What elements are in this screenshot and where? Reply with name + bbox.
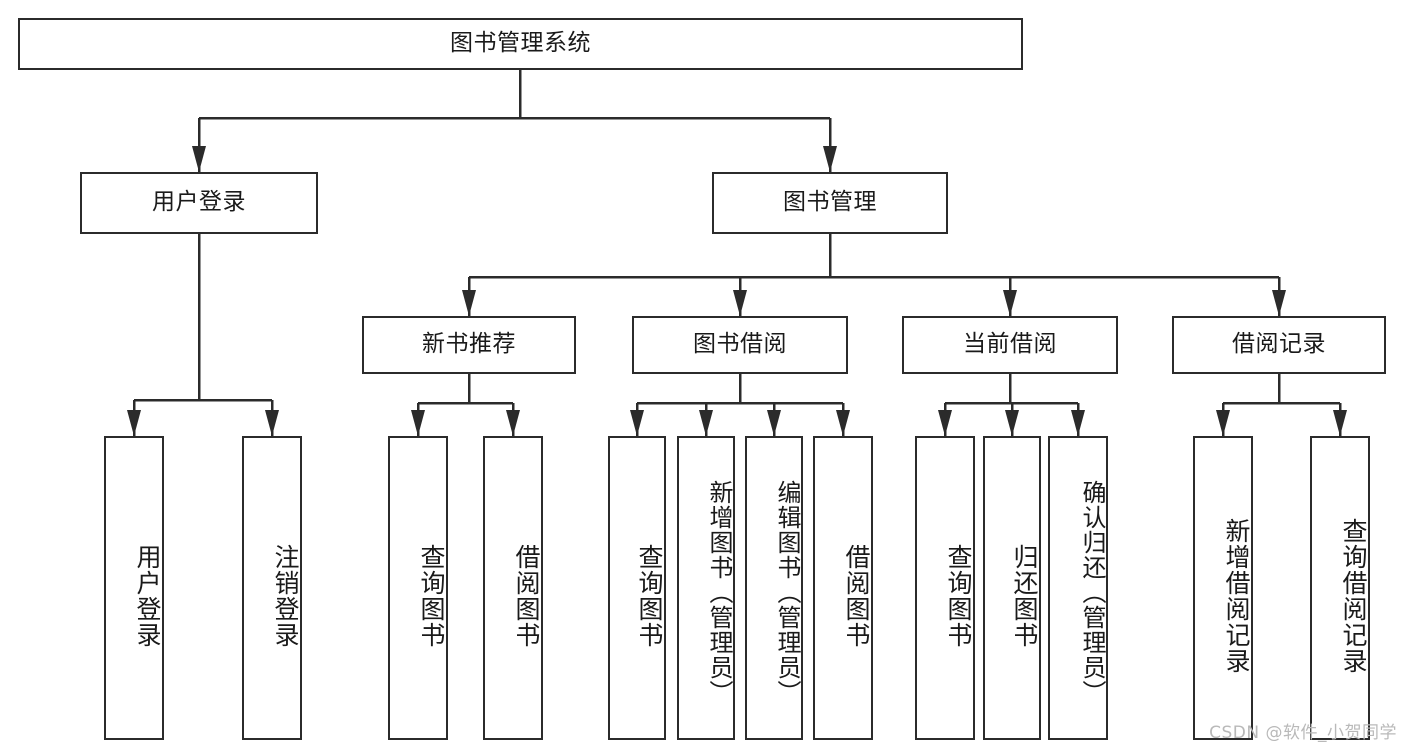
edge-arrowhead [127,410,141,436]
node-leaf-borrow-book-2: 借阅图书 [813,436,873,740]
node-label: 归还图书 [1010,544,1039,648]
node-label: 借阅记录 [1232,331,1326,358]
node-leaf-query-record: 查询借阅记录 [1310,436,1370,740]
node-new-book-rec: 新书推荐 [362,316,576,374]
node-label: 当前借阅 [963,331,1057,358]
edge-arrowhead [733,290,747,316]
edge-arrowhead [630,410,644,436]
node-leaf-add-record: 新增借阅记录 [1193,436,1253,740]
node-leaf-add-book: 新增图书（管理员） [677,436,735,740]
node-leaf-query-book-3: 查询图书 [915,436,975,740]
node-label: 用户登录 [133,544,162,648]
watermark-label: CSDN @软件_小贺同学 [1209,723,1397,743]
edge-arrowhead [411,410,425,436]
node-label: 查询借阅记录 [1339,518,1368,674]
node-label: 查询图书 [944,544,973,648]
node-current-borrow: 当前借阅 [902,316,1118,374]
edge-arrowhead [265,410,279,436]
edge-arrowhead [699,410,713,436]
node-label: 用户登录 [152,189,246,216]
edge-arrowhead [1003,290,1017,316]
node-leaf-return-book: 归还图书 [983,436,1041,740]
node-label: 新书推荐 [422,331,516,358]
node-label: 新增图书（管理员） [705,479,733,705]
node-label: 图书管理 [783,189,877,216]
edge-arrowhead [192,146,206,172]
node-label: 编辑图书（管理员） [773,479,801,705]
edge-arrowhead [767,410,781,436]
node-leaf-user-login: 用户登录 [104,436,164,740]
edge-arrowhead [1216,410,1230,436]
node-borrow-record: 借阅记录 [1172,316,1386,374]
node-leaf-borrow-book-1: 借阅图书 [483,436,543,740]
node-label: 图书借阅 [693,331,787,358]
node-label: 借阅图书 [842,544,871,648]
edge-arrowhead [462,290,476,316]
node-book-manage: 图书管理 [712,172,948,234]
node-label: 图书管理系统 [450,30,591,57]
edge-arrowhead [823,146,837,172]
node-root: 图书管理系统 [18,18,1023,70]
edge-arrowhead [1272,290,1286,316]
node-label: 借阅图书 [512,544,541,648]
edge-arrowhead [506,410,520,436]
node-leaf-confirm-return: 确认归还（管理员） [1048,436,1108,740]
node-label: 查询图书 [417,544,446,648]
node-book-borrow: 图书借阅 [632,316,848,374]
node-label: 确认归还（管理员） [1078,479,1106,705]
edge-arrowhead [1333,410,1347,436]
node-leaf-edit-book: 编辑图书（管理员） [745,436,803,740]
node-leaf-query-book-2: 查询图书 [608,436,666,740]
node-label: 新增借阅记录 [1222,518,1251,674]
edge-arrowhead [938,410,952,436]
node-label: 注销登录 [271,544,300,648]
node-leaf-logout: 注销登录 [242,436,302,740]
edge-arrowhead [836,410,850,436]
node-user-login: 用户登录 [80,172,318,234]
edge-arrowhead [1005,410,1019,436]
node-label: 查询图书 [635,544,664,648]
edge-arrowhead [1071,410,1085,436]
node-leaf-query-book-1: 查询图书 [388,436,448,740]
